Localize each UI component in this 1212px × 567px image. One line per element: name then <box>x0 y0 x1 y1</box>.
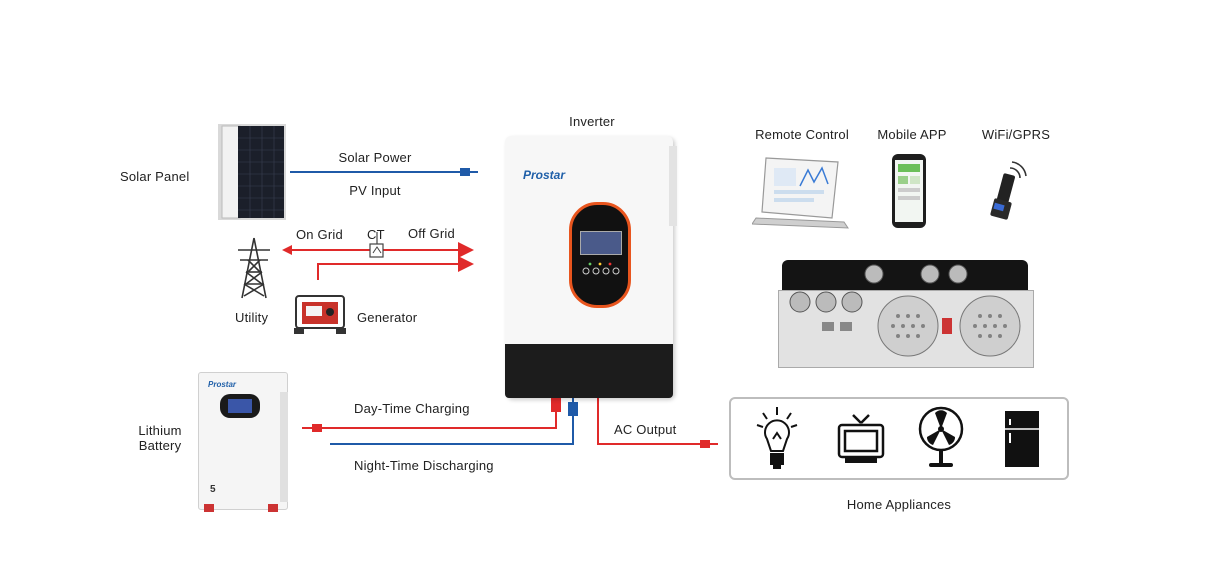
inverter-back-view <box>778 260 1034 368</box>
laptop-icon <box>752 157 849 229</box>
inverter-label: Inverter <box>569 114 615 129</box>
battery-logo: Prostar <box>208 380 237 389</box>
generator-label: Generator <box>357 310 418 325</box>
fridge-icon <box>1005 411 1039 467</box>
inverter-lcd-screen <box>580 231 622 255</box>
utility-label: Utility <box>235 310 269 325</box>
solar-panel-icon <box>218 124 286 220</box>
home-appliances-label: Home Appliances <box>846 497 952 512</box>
mobile-app-label: Mobile APP <box>877 127 947 142</box>
off-grid-label: Off Grid <box>408 226 455 241</box>
ac-output-label: AC Output <box>614 422 677 437</box>
fan-icon <box>918 406 964 467</box>
inverter-logo: Prostar <box>523 168 566 182</box>
solar-power-line <box>290 168 478 176</box>
remote-control-label: Remote Control <box>755 127 849 142</box>
battery-display <box>220 394 260 418</box>
wifi-gprs-label: WiFi/GPRS <box>981 127 1051 142</box>
inverter-control-panel <box>569 202 631 308</box>
day-time-charging-line <box>302 398 561 432</box>
lithium-battery-label-line1: Lithium <box>138 423 182 438</box>
inverter-base <box>505 344 673 398</box>
generator-icon <box>294 295 346 334</box>
tv-icon <box>837 414 885 463</box>
grid-line <box>282 232 474 258</box>
wifi-dongle-icon <box>990 161 1027 220</box>
bulb-icon <box>756 407 798 469</box>
lithium-battery-unit: Prostar 5 <box>198 372 290 512</box>
battery-capacity: 5 <box>210 484 216 495</box>
solar-power-label: Solar Power <box>338 150 412 165</box>
phone-icon <box>892 154 926 228</box>
ct-label: CT <box>367 227 385 242</box>
night-time-discharging-label: Night-Time Discharging <box>354 458 494 473</box>
on-grid-label: On Grid <box>296 227 343 242</box>
night-time-discharging-line <box>330 398 578 445</box>
home-appliances-box <box>729 397 1069 480</box>
inverter-unit: Prostar <box>505 136 677 398</box>
pv-input-label: PV Input <box>349 183 401 198</box>
inverter-buttons <box>580 261 620 277</box>
ac-output-line <box>597 398 718 448</box>
lithium-battery-label-line2: Battery <box>138 438 182 453</box>
solar-panel-label: Solar Panel <box>120 169 190 184</box>
generator-line <box>317 256 474 280</box>
day-time-charging-label: Day-Time Charging <box>354 401 470 416</box>
ct-sensor-icon <box>369 243 384 258</box>
pylon-icon <box>238 237 270 299</box>
